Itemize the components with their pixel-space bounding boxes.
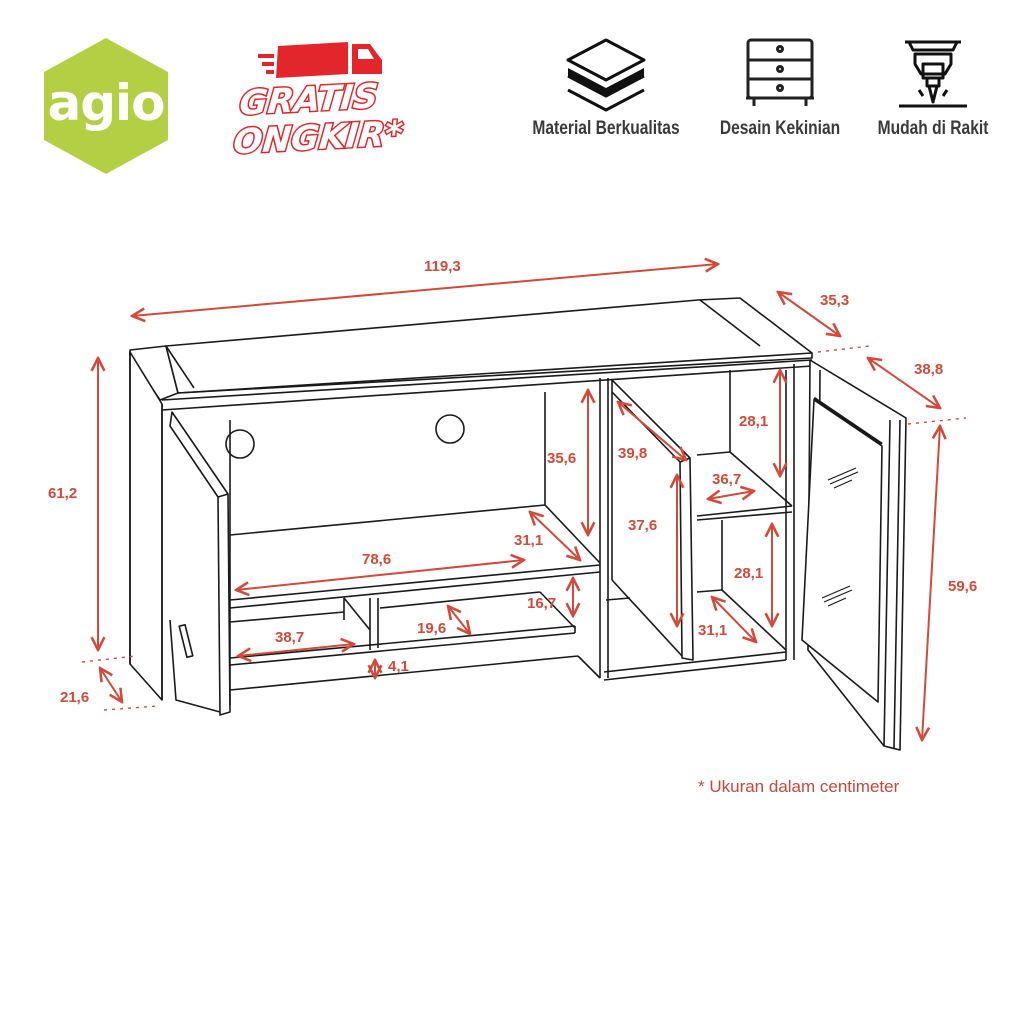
units-footnote: * Ukuran dalam centimeter	[698, 777, 900, 796]
dimension-lines	[98, 264, 940, 740]
dim-main-shelf-width: 78,6	[362, 551, 392, 568]
feature-material: Material Berkualitas	[516, 36, 696, 140]
brand-name: agio	[47, 74, 165, 132]
dim-overall-width: 119,3	[424, 258, 461, 275]
dim-right-shelf-width: 36,7	[712, 471, 742, 488]
brand-logo: agio	[36, 36, 176, 176]
cabinet-outline	[129, 297, 907, 751]
feature-assembly: Mudah di Rakit	[860, 36, 1006, 140]
delivery-truck-icon	[258, 42, 382, 78]
dim-overall-height: 61,2	[48, 485, 78, 502]
dim-right-lower-height: 28,1	[734, 565, 764, 582]
drawer-cabinet-icon	[746, 38, 814, 106]
dim-lower-mid-depth: 19,6	[417, 620, 447, 637]
dim-open-compartment-height: 35,6	[547, 450, 577, 467]
dim-lower-mid-height: 16,7	[527, 595, 557, 612]
feature-label: Desain Kekinian	[719, 118, 841, 139]
dim-lower-left-width: 38,7	[275, 629, 305, 646]
extension-lines	[81, 345, 967, 711]
feature-design: Desain Kekinian	[700, 36, 860, 140]
dim-right-lower-depth: 31,1	[698, 622, 728, 639]
dim-base-depth: 21,6	[60, 689, 90, 706]
dim-body-depth: 38,8	[914, 361, 944, 378]
free-shipping-badge: GRATIS ONGKIR*	[228, 40, 406, 164]
dim-top-depth: 35,3	[820, 292, 850, 309]
drill-press-icon	[899, 40, 967, 108]
dim-middle-door-height: 37,6	[628, 517, 658, 534]
feature-label: Mudah di Rakit	[877, 118, 989, 139]
dim-middle-door-width: 39,8	[618, 445, 648, 462]
layers-icon	[566, 38, 646, 112]
feature-label: Material Berkualitas	[532, 118, 680, 139]
dim-right-door-height: 59,6	[948, 578, 978, 595]
dim-right-upper-height: 28,1	[739, 413, 769, 430]
hexagon-shape	[44, 38, 168, 174]
dim-main-shelf-depth: 31,1	[514, 532, 544, 549]
dim-plinth-height: 4,1	[388, 658, 409, 675]
